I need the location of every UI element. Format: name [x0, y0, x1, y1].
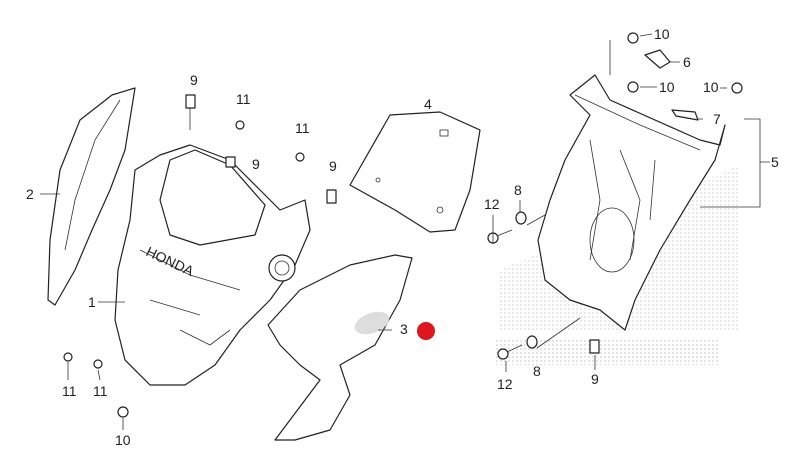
callout-1: 1 [88, 294, 96, 310]
callout-11: 11 [62, 383, 77, 399]
callout-11: 11 [93, 383, 108, 399]
callout-11: 11 [236, 91, 251, 107]
part-6-clip[interactable] [644, 49, 671, 69]
part-11-screw[interactable] [63, 352, 73, 362]
callout-10: 10 [115, 432, 131, 448]
part-3-side-panel[interactable] [267, 254, 413, 441]
callout-10: 10 [703, 79, 719, 95]
fasteners [63, 32, 743, 418]
callout-12: 12 [497, 376, 513, 392]
callout-11: 11 [295, 120, 310, 136]
part-8-grommet[interactable] [515, 211, 527, 225]
leader-lines [40, 33, 770, 430]
part-11-screw[interactable] [93, 359, 103, 369]
callout-6: 6 [683, 54, 691, 70]
callout-10: 10 [654, 26, 670, 42]
part-11-screw[interactable] [235, 120, 245, 130]
part-10-bolt[interactable] [117, 406, 129, 418]
callouts: 9 11 11 9 9 4 2 1 3 11 11 10 10 6 10 10 … [26, 26, 779, 448]
callout-3: 3 [400, 321, 408, 337]
part-10-bolt[interactable] [731, 82, 743, 94]
callout-9: 9 [190, 72, 198, 88]
callout-9: 9 [591, 371, 599, 387]
part-10-bolt[interactable] [627, 32, 639, 44]
part-7-seal[interactable] [671, 109, 699, 121]
part-4-plate[interactable] [349, 111, 481, 233]
part-2-side-cover[interactable] [47, 87, 136, 306]
part-12-bolt[interactable] [497, 348, 509, 360]
part-9-nut[interactable] [225, 156, 236, 168]
part-9-nut[interactable] [589, 339, 600, 354]
part-8-grommet[interactable] [526, 335, 538, 349]
part-11-screw[interactable] [295, 152, 305, 162]
callout-9: 9 [329, 158, 337, 174]
part-1-windscreen [159, 149, 266, 246]
callout-5: 5 [771, 154, 779, 170]
highlight-marker-dot[interactable] [417, 322, 435, 340]
callout-12: 12 [484, 196, 500, 212]
part-10-bolt[interactable] [627, 81, 639, 93]
callout-8: 8 [533, 363, 541, 379]
part-9-nut[interactable] [326, 189, 337, 204]
part-9-nut[interactable] [185, 94, 196, 109]
callout-8: 8 [514, 182, 522, 198]
part-5-inner-panel[interactable] [537, 74, 726, 331]
callout-4: 4 [424, 96, 432, 112]
callout-2: 2 [26, 186, 34, 202]
callout-9: 9 [252, 156, 260, 172]
callout-7: 7 [713, 111, 721, 127]
callout-10: 10 [659, 79, 675, 95]
